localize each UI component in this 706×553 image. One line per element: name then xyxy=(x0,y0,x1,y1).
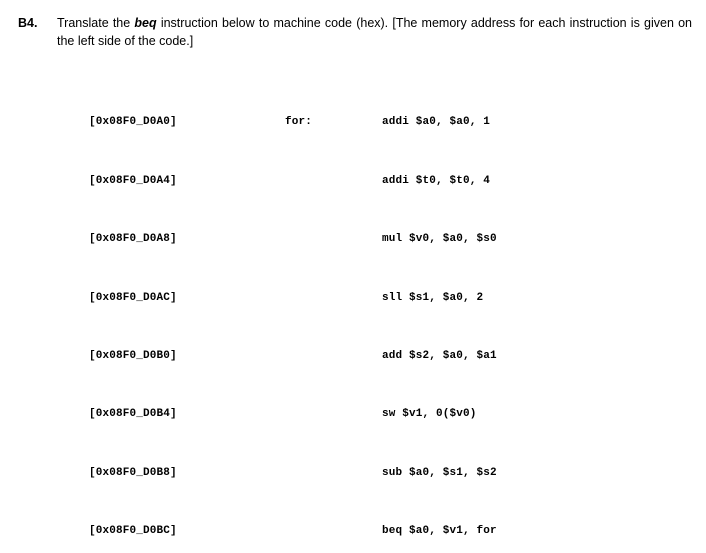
code-row: [0x08F0_D0B8] sub $a0, $s1, $s2 xyxy=(62,451,497,479)
assembly-instruction: addi $t0, $t0, 4 xyxy=(382,174,491,187)
assembly-instruction: sub $a0, $s1, $s2 xyxy=(382,466,497,479)
assembly-instruction: addi $a0, $a0, 1 xyxy=(382,116,491,129)
code-label: for: xyxy=(285,116,313,129)
code-row: [0x08F0_D0A8] mul $v0, $a0, $s0 xyxy=(62,218,497,245)
assembly-instruction: sw $v1, 0($v0) xyxy=(382,408,477,421)
assembly-instruction: beq $a0, $v1, for xyxy=(382,525,497,537)
memory-address: [0x08F0_D0A8] xyxy=(89,233,177,246)
code-listing: [0x08F0_D0A0] for: addi $a0, $a0, 1 [0x08F… xyxy=(62,57,497,553)
question-block: B4. Translate the beq instruction below … xyxy=(18,14,692,50)
question-text: Translate the beq instruction below to m… xyxy=(57,14,692,50)
memory-address: [0x08F0_D0BC] xyxy=(89,525,177,537)
memory-address: [0x08F0_D0A4] xyxy=(89,174,177,187)
assembly-instruction: mul $v0, $a0, $s0 xyxy=(382,233,497,246)
code-row: [0x08F0_D0A4] addi $t0, $t0, 4 xyxy=(62,159,497,187)
question-number: B4. xyxy=(18,16,38,30)
code-row: [0x08F0_D0B4] sw $v1, 0($v0) xyxy=(62,393,497,420)
question-emphasized-instruction: beq xyxy=(134,16,157,30)
question-text-part-1: Translate the xyxy=(57,16,135,30)
memory-address: [0x08F0_D0B4] xyxy=(89,408,177,421)
question-text-part-2: instruction below to machine code (hex).… xyxy=(57,16,692,48)
memory-address: [0x08F0_D0AC] xyxy=(89,291,177,304)
code-row: [0x08F0_D0AC] sll $s1, $a0, 2 xyxy=(62,276,497,304)
memory-address: [0x08F0_D0B8] xyxy=(89,466,177,479)
assembly-instruction: add $s2, $a0, $a1 xyxy=(382,349,497,362)
code-row: [0x08F0_D0A0] for: addi $a0, $a0, 1 xyxy=(62,101,497,128)
assembly-instruction: sll $s1, $a0, 2 xyxy=(382,291,484,304)
memory-address: [0x08F0_D0A0] xyxy=(89,116,177,129)
code-row: [0x08F0_D0BC] beq $a0, $v1, for xyxy=(62,509,497,537)
memory-address: [0x08F0_D0B0] xyxy=(89,349,177,362)
code-row: [0x08F0_D0B0] add $s2, $a0, $a1 xyxy=(62,334,497,362)
